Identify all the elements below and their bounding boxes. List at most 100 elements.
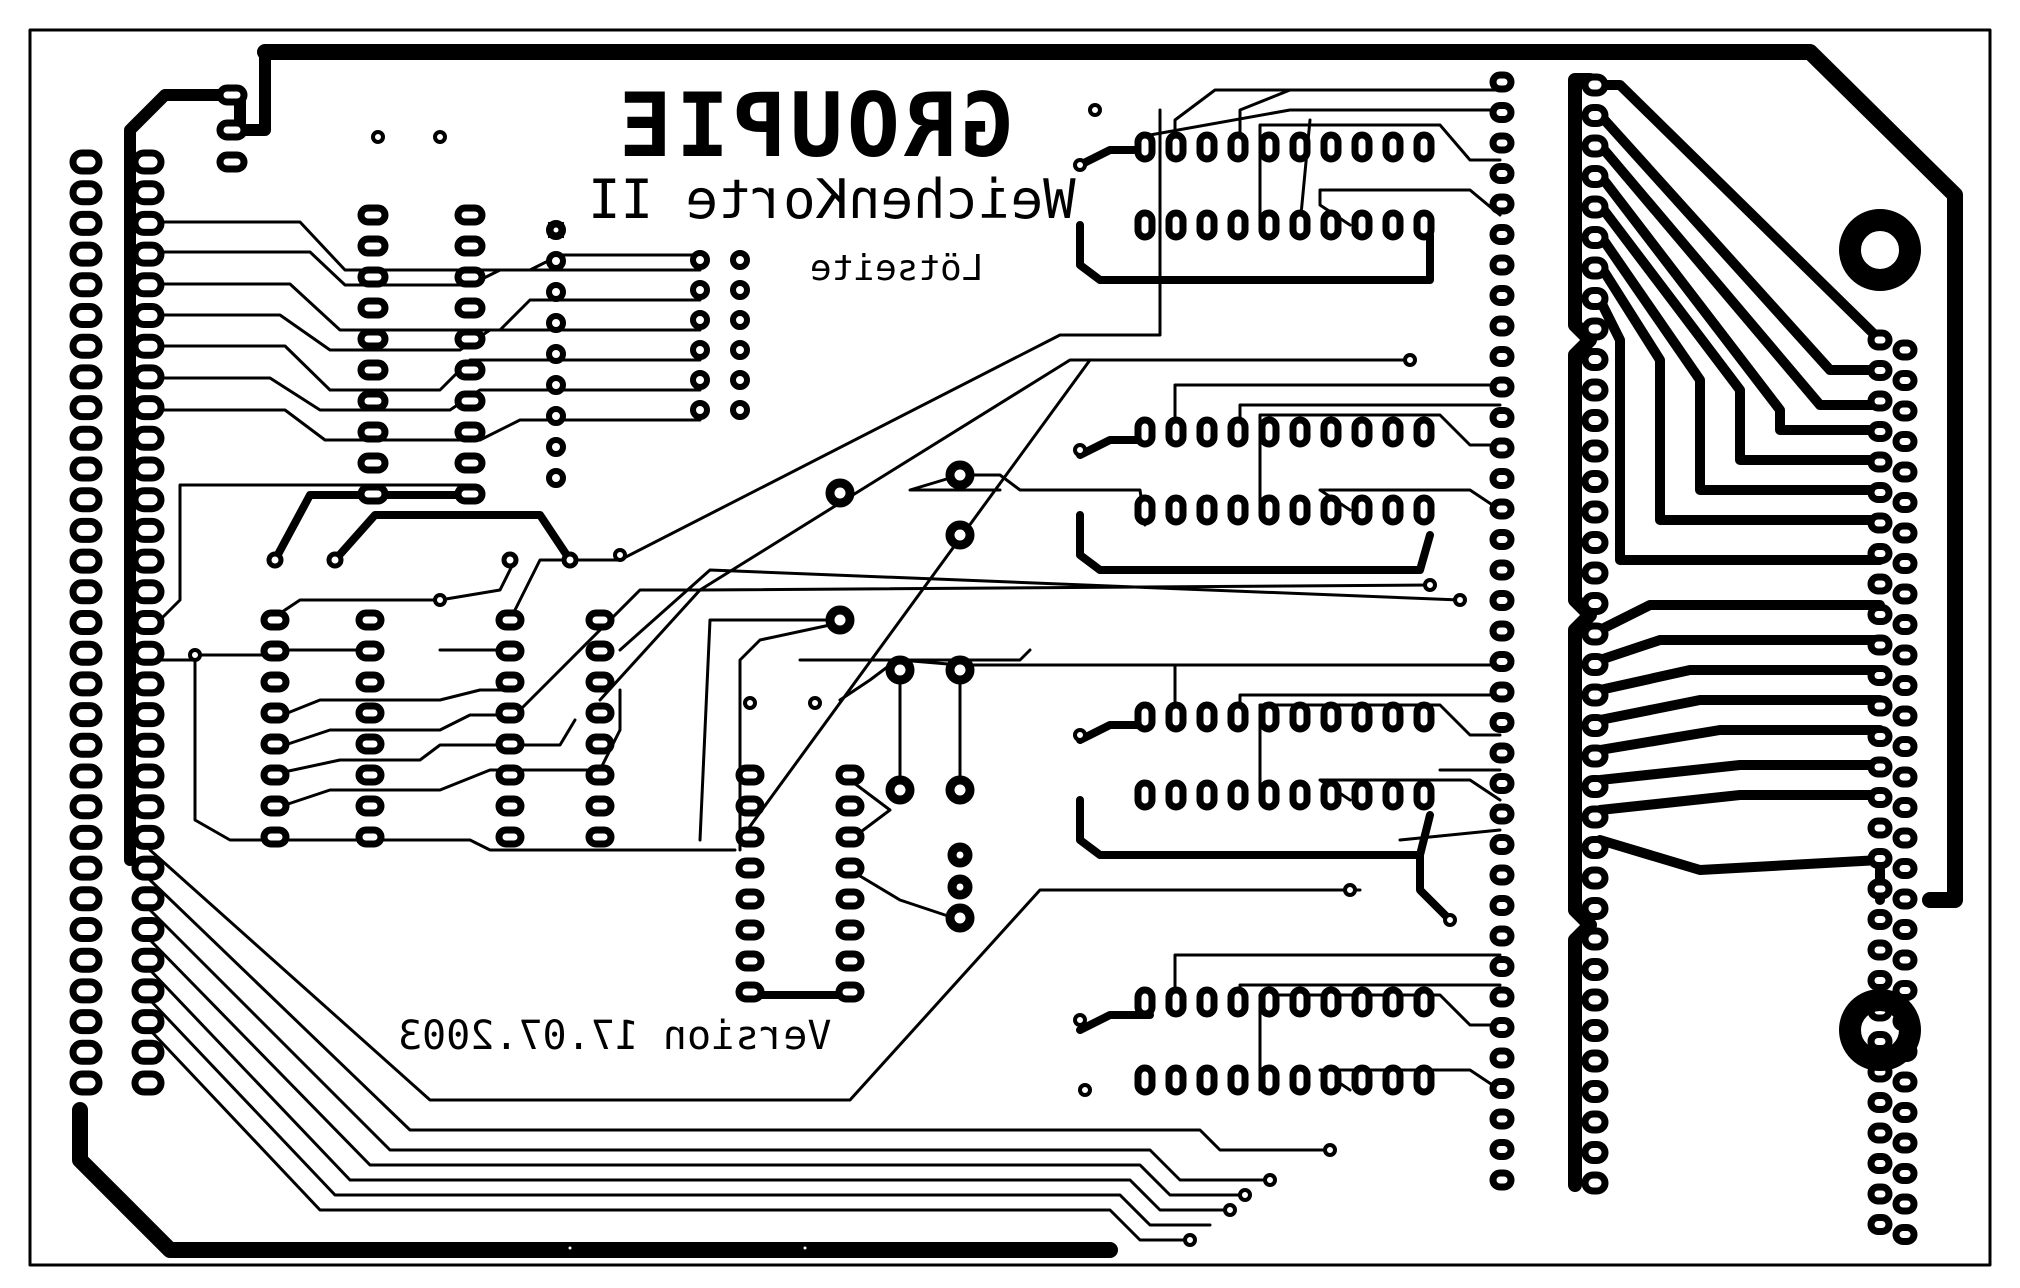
oval-pad [1227, 131, 1249, 163]
oval-pad [1489, 803, 1515, 825]
pad [1323, 1143, 1337, 1157]
oval-pad [1134, 131, 1156, 163]
oval-pad [216, 151, 248, 173]
pad [947, 842, 973, 868]
oval-pad [454, 390, 486, 412]
oval-pad [131, 487, 165, 513]
oval-pad [1196, 209, 1218, 241]
oval-pad [131, 794, 165, 820]
oval-pad [131, 886, 165, 912]
oval-pad [1382, 494, 1404, 526]
oval-pad [1165, 701, 1187, 733]
pad [690, 400, 710, 420]
oval-pad [454, 328, 486, 350]
oval-pad [1581, 775, 1609, 798]
top-ground-rail [257, 44, 1963, 908]
oval-pad [1867, 1183, 1893, 1205]
oval-pad [131, 364, 165, 390]
oval-pad [1351, 416, 1373, 448]
oval-pad [1867, 390, 1893, 412]
oval-pad [1196, 494, 1218, 526]
oval-pad [585, 764, 615, 786]
oval-pad [1489, 895, 1515, 916]
pad [433, 130, 447, 144]
oval-pad [1581, 470, 1609, 493]
oval-pad [1489, 254, 1515, 276]
pad [1423, 578, 1437, 592]
board-title: GROUPIE [615, 74, 1014, 177]
oval-pad [1867, 421, 1893, 442]
oval-pad [585, 795, 615, 817]
oval-pad [131, 917, 165, 942]
oval-pad [357, 328, 389, 350]
pad [1453, 593, 1467, 607]
board-subtitle: WeichenKorte II [588, 168, 1076, 231]
oval-pad [69, 947, 103, 973]
pad [1073, 1013, 1087, 1027]
oval-pad [1489, 864, 1515, 886]
oval-pad [355, 702, 385, 724]
oval-pad [1581, 348, 1609, 371]
oval-pad [131, 210, 165, 236]
oval-pad [835, 950, 865, 972]
oval-pad [1258, 494, 1280, 526]
oval-pad [69, 456, 103, 482]
oval-pad [1489, 712, 1515, 733]
oval-pad [1892, 461, 1918, 483]
oval-pad [1581, 1049, 1609, 1073]
oval-pad [1196, 701, 1218, 733]
oval-pad [1867, 512, 1893, 534]
oval-pad [1134, 1064, 1156, 1096]
pad [546, 344, 566, 364]
pad [690, 370, 710, 390]
oval-pad [131, 855, 165, 881]
oval-pad [1196, 131, 1218, 163]
oval-pad [1227, 416, 1249, 448]
oval-pad [1382, 701, 1404, 733]
oval-pad [735, 981, 765, 1003]
oval-pad [131, 947, 165, 973]
oval-pad [355, 826, 385, 848]
left-fanout-traces [148, 220, 1362, 1242]
oval-pad [1892, 370, 1918, 391]
oval-pad [1489, 681, 1515, 703]
oval-pad [735, 888, 765, 910]
oval-pad [69, 886, 103, 912]
oval-pad [495, 609, 525, 631]
pad [690, 280, 710, 300]
pad [1443, 913, 1457, 927]
oval-pad [1581, 134, 1609, 158]
oval-pad [454, 359, 486, 381]
oval-pad [131, 824, 165, 850]
oval-pad [1489, 1047, 1515, 1069]
pad [945, 520, 975, 550]
oval-pad [1134, 986, 1156, 1018]
oval-pad [69, 180, 103, 206]
oval-pad [735, 826, 765, 848]
oval-pad [1320, 986, 1342, 1018]
pad [808, 696, 822, 710]
oval-pad [1289, 779, 1311, 811]
oval-pad [69, 732, 103, 758]
oval-pad [1892, 1102, 1918, 1123]
oval-pad [1227, 209, 1249, 241]
oval-pad [131, 241, 165, 267]
pad [1078, 1083, 1092, 1097]
pad [945, 655, 975, 685]
oval-pad [1867, 939, 1893, 961]
pad [825, 478, 855, 508]
oval-pad [69, 303, 103, 328]
oval-pad [1581, 104, 1609, 127]
oval-pad [1892, 766, 1918, 788]
oval-pad [454, 266, 486, 288]
oval-pad [1489, 437, 1515, 459]
oval-pad [1351, 131, 1373, 163]
oval-pad [69, 1039, 103, 1065]
oval-pad [1867, 695, 1893, 717]
oval-pad [1489, 559, 1515, 581]
oval-pad [1867, 665, 1893, 686]
oval-pad [1489, 1139, 1515, 1160]
oval-pad [1320, 209, 1342, 241]
oval-pad [1134, 494, 1156, 526]
oval-pad [1382, 131, 1404, 163]
